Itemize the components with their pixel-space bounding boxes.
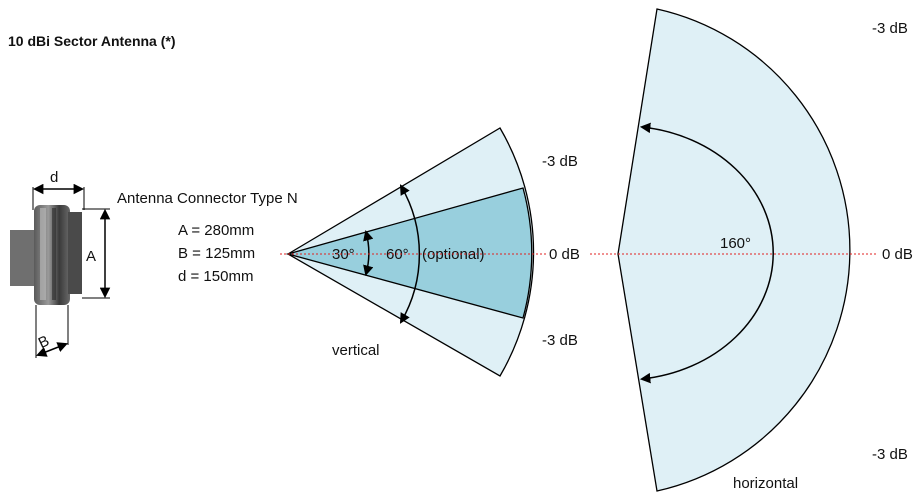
dim-b-text: B = 125mm xyxy=(178,245,255,262)
diagram-title: 10 dBi Sector Antenna (*) xyxy=(8,33,176,49)
horizontal-angle-arc xyxy=(639,122,774,384)
dimension-a: A xyxy=(82,208,111,299)
horizontal-beam xyxy=(617,8,851,492)
vertical-pattern: 30° 60° (optional) vertical -3 dB 0 dB -… xyxy=(285,127,580,377)
vertical-angle-30: 30° xyxy=(332,246,355,263)
horizontal-pattern: 160° horizontal -3 dB 0 dB -3 dB xyxy=(617,8,913,492)
horizontal-db-top: -3 dB xyxy=(872,20,908,37)
vertical-db-mid: 0 dB xyxy=(549,246,580,263)
vertical-db-top: -3 dB xyxy=(542,153,578,170)
dim-a-text: A = 280mm xyxy=(178,222,254,239)
horizontal-db-bottom: -3 dB xyxy=(872,446,908,463)
vertical-angle-30-arc xyxy=(363,229,374,277)
vertical-db-bottom: -3 dB xyxy=(542,332,578,349)
vertical-label: vertical xyxy=(332,342,380,359)
antenna-photo xyxy=(10,205,82,305)
dimension-b: B xyxy=(35,305,69,358)
dim-d-text: d = 150mm xyxy=(178,268,253,285)
vertical-beam-30 xyxy=(285,187,533,319)
connector-type: Antenna Connector Type N xyxy=(117,190,298,207)
dimension-d: d xyxy=(32,169,85,210)
dimension-b-label: B xyxy=(36,332,52,352)
dimension-a-label: A xyxy=(86,248,96,265)
horizontal-label: horizontal xyxy=(733,475,798,492)
vertical-angle-60-arc xyxy=(399,184,421,324)
dimension-d-label: d xyxy=(50,169,58,186)
horizontal-angle: 160° xyxy=(720,235,751,252)
horizontal-db-mid: 0 dB xyxy=(882,246,913,263)
